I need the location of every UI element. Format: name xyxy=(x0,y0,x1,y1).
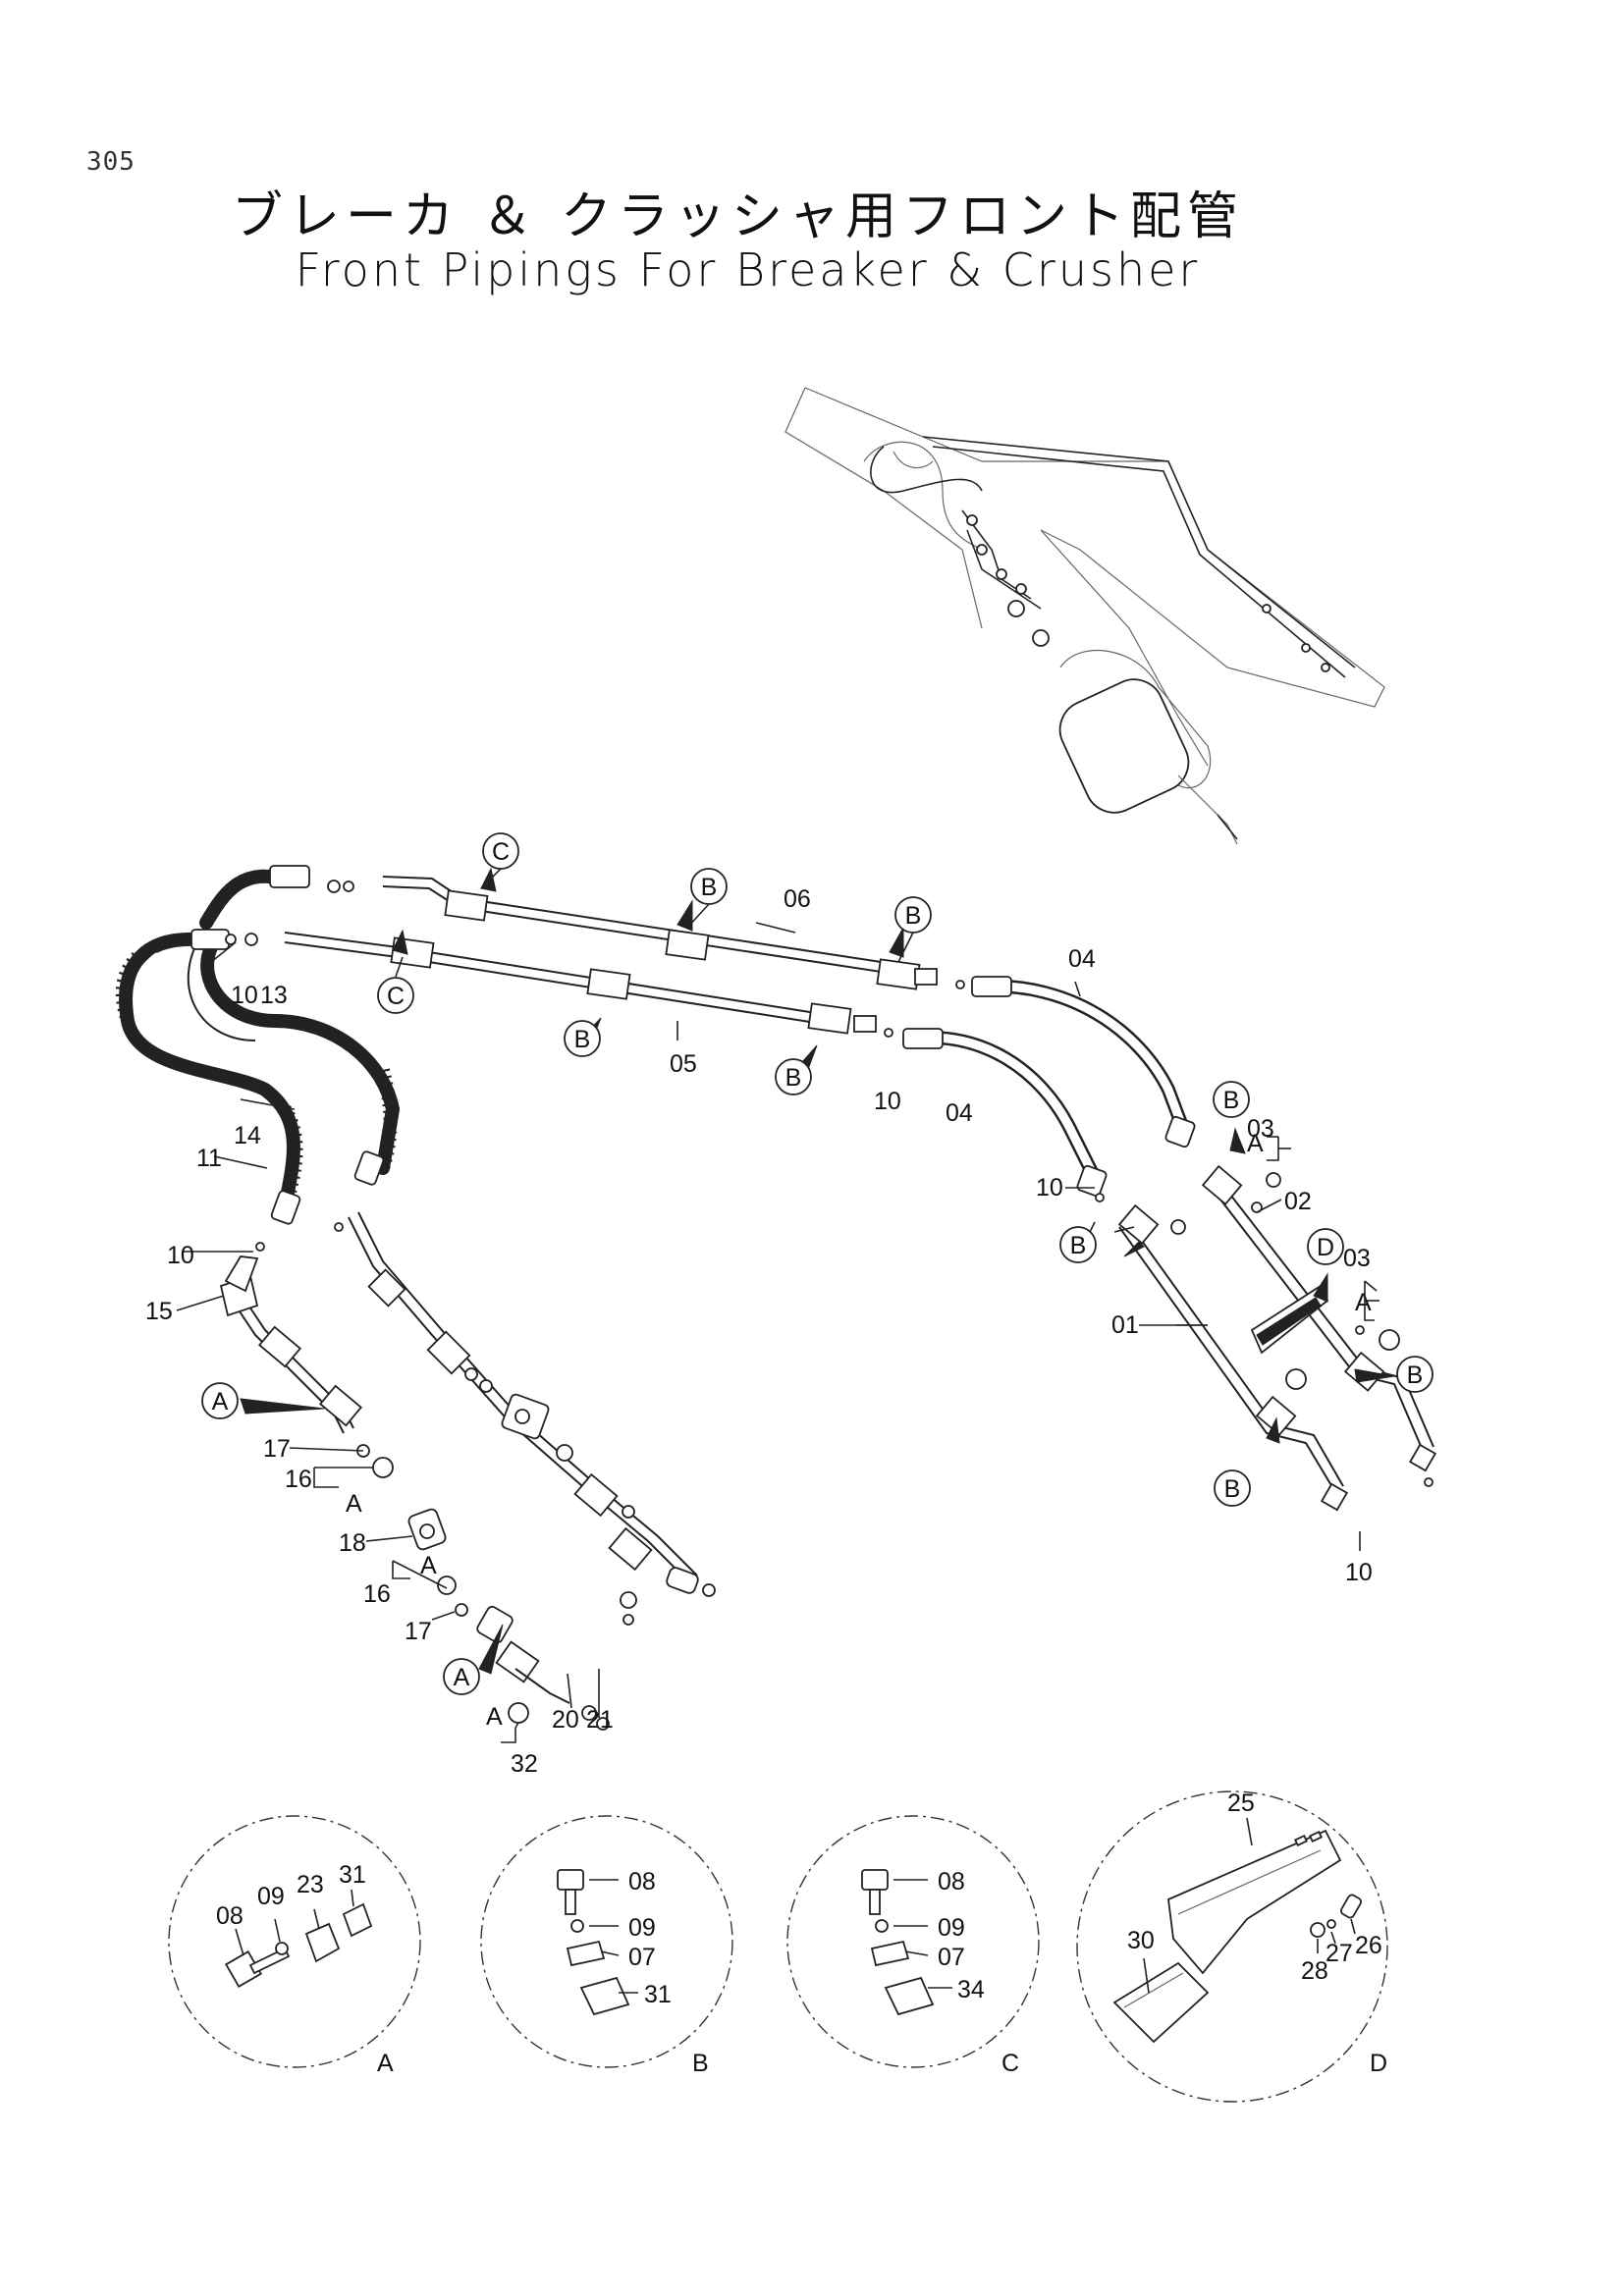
label-10-top-left: 10 xyxy=(231,982,258,1009)
label-10-bottom: 10 xyxy=(1345,1559,1373,1586)
svg-text:B: B xyxy=(1223,1087,1240,1114)
label-16-upper: 16 xyxy=(285,1466,312,1493)
detail-view-A: A 08 09 23 31 xyxy=(168,1815,421,2077)
label-15: 15 xyxy=(145,1298,173,1325)
callout-B-1: B xyxy=(690,868,728,905)
label-04-upper: 04 xyxy=(1068,945,1096,973)
label-06: 06 xyxy=(784,885,811,913)
svg-text:B: B xyxy=(1407,1362,1424,1389)
svg-text:C: C xyxy=(387,983,405,1010)
detail-B-label-08: 08 xyxy=(628,1868,656,1896)
svg-text:A: A xyxy=(454,1664,470,1691)
callout-D: D xyxy=(1307,1228,1344,1265)
title-japanese: ブレーカ ＆ クラッシャ用フロント配管 xyxy=(231,187,1245,246)
callout-C-lower: C xyxy=(377,977,414,1014)
label-10-center: 10 xyxy=(874,1088,901,1115)
detail-C-letter: C xyxy=(1001,2050,1019,2077)
main-assembly: C C B B B B B B xyxy=(115,832,1437,1778)
callout-B-2: B xyxy=(894,896,932,934)
label-02: 02 xyxy=(1284,1188,1312,1215)
label-A-32: A xyxy=(486,1703,503,1731)
label-A-03-lower: A xyxy=(1355,1289,1372,1316)
detail-B-label-31: 31 xyxy=(644,1981,672,2008)
detail-C-label-09: 09 xyxy=(938,1914,965,1942)
detail-view-C: C 08 09 07 34 xyxy=(786,1815,1040,2077)
label-05: 05 xyxy=(670,1050,697,1078)
title-english: Front Pipings For Breaker & Crusher xyxy=(295,243,1201,296)
label-20: 20 xyxy=(552,1706,579,1734)
svg-text:B: B xyxy=(701,874,718,901)
label-17-lower: 17 xyxy=(405,1618,432,1645)
svg-text:A: A xyxy=(212,1388,229,1415)
svg-text:B: B xyxy=(785,1064,802,1092)
detail-A-label-08: 08 xyxy=(216,1902,243,1930)
callout-A-2: A xyxy=(443,1658,480,1695)
svg-text:B: B xyxy=(574,1026,591,1053)
label-A-16-upper: A xyxy=(346,1490,362,1518)
callout-B-6: B xyxy=(1059,1226,1097,1263)
label-11: 11 xyxy=(196,1145,222,1172)
detail-A-label-09: 09 xyxy=(257,1883,285,1910)
detail-B-label-09: 09 xyxy=(628,1914,656,1942)
callout-B-7: B xyxy=(1396,1356,1434,1393)
detail-D-label-28: 28 xyxy=(1301,1957,1328,1985)
label-17-upper: 17 xyxy=(263,1435,291,1463)
label-16-lower: 16 xyxy=(363,1580,391,1608)
detail-B-letter: B xyxy=(692,2050,709,2077)
label-32: 32 xyxy=(511,1750,538,1778)
callout-B-5: B xyxy=(1213,1081,1250,1118)
detail-C-label-34: 34 xyxy=(957,1976,985,2003)
callout-B-3: B xyxy=(564,1020,601,1057)
detail-D-label-30: 30 xyxy=(1127,1927,1155,1954)
detail-A-label-23: 23 xyxy=(297,1871,324,1898)
detail-C-label-08: 08 xyxy=(938,1868,965,1896)
detail-C-label-07: 07 xyxy=(938,1944,965,1971)
detail-A-letter: A xyxy=(377,2050,394,2077)
label-14: 14 xyxy=(234,1122,261,1149)
svg-text:C: C xyxy=(492,838,510,866)
label-01: 01 xyxy=(1111,1311,1139,1339)
detail-view-D: D 25 30 28 27 26 xyxy=(1076,1789,1388,2103)
detail-A-label-31: 31 xyxy=(339,1861,366,1889)
label-21: 21 xyxy=(586,1706,614,1734)
callout-C-upper: C xyxy=(482,832,519,870)
svg-text:B: B xyxy=(1070,1232,1087,1259)
label-03-upper: 03 xyxy=(1247,1115,1274,1143)
machine-overview-sketch xyxy=(784,387,1385,845)
detail-D-label-25: 25 xyxy=(1227,1789,1255,1817)
label-A-03-upper: A xyxy=(1247,1130,1264,1157)
page-number: 305 xyxy=(86,147,135,177)
detail-D-label-27: 27 xyxy=(1325,1940,1353,1967)
svg-text:B: B xyxy=(905,902,922,930)
label-A-16-lower: A xyxy=(420,1552,437,1579)
svg-text:B: B xyxy=(1224,1475,1241,1503)
label-04-lower: 04 xyxy=(946,1099,973,1127)
detail-D-label-26: 26 xyxy=(1355,1932,1382,1959)
callout-A-1: A xyxy=(201,1382,239,1419)
callout-B-4: B xyxy=(775,1058,812,1095)
detail-B-label-07: 07 xyxy=(628,1944,656,1971)
label-13: 13 xyxy=(260,982,288,1009)
detail-D-letter: D xyxy=(1370,2050,1387,2077)
label-03-lower: 03 xyxy=(1343,1245,1371,1272)
label-10-left: 10 xyxy=(167,1242,194,1269)
label-18: 18 xyxy=(339,1529,366,1557)
detail-view-B: B 08 09 07 31 xyxy=(480,1815,733,2077)
label-10-right: 10 xyxy=(1036,1174,1063,1201)
callout-B-8: B xyxy=(1214,1469,1251,1507)
svg-text:D: D xyxy=(1317,1234,1334,1261)
